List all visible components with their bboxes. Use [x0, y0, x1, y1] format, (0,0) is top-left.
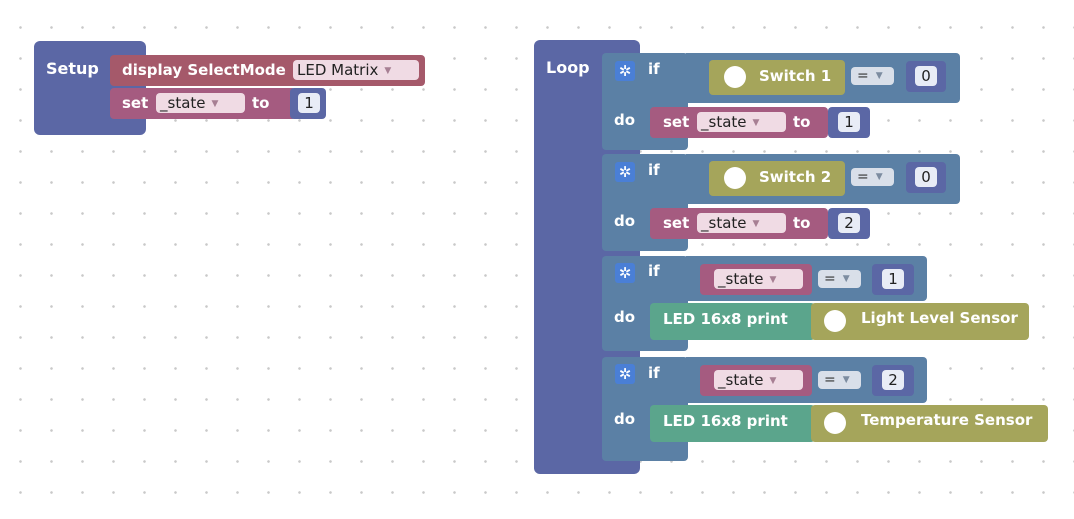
- number-block[interactable]: 1: [872, 264, 914, 295]
- number-block[interactable]: 1: [290, 88, 326, 119]
- if-label: if: [648, 364, 660, 382]
- set-label: set: [663, 214, 690, 232]
- number-block[interactable]: 0: [906, 61, 946, 92]
- led-print-label: LED 16x8 print: [663, 412, 788, 430]
- dropdown-arrow-icon: ▼: [752, 117, 760, 128]
- do-label: do: [614, 308, 636, 326]
- display-selectmode-block[interactable]: display SelectMode LED Matrix▼: [110, 55, 425, 86]
- variable-dropdown[interactable]: _state▼: [714, 269, 803, 289]
- led-print-label: LED 16x8 print: [663, 310, 788, 328]
- switch-block[interactable]: Switch 2: [709, 161, 845, 196]
- led-print-block[interactable]: LED 16x8 print: [650, 303, 815, 340]
- display-mode-dropdown[interactable]: LED Matrix▼: [293, 60, 419, 80]
- light-sensor-icon: [824, 310, 846, 332]
- variable-get-block[interactable]: _state▼: [700, 264, 812, 295]
- temperature-sensor-label: Temperature Sensor: [861, 411, 1033, 429]
- dropdown-arrow-icon: ▼: [211, 98, 219, 109]
- dropdown-arrow-icon: ▼: [842, 274, 850, 284]
- set-state-block[interactable]: set _state▼ to: [650, 107, 828, 138]
- light-sensor-block[interactable]: Light Level Sensor: [811, 303, 1029, 340]
- switch-label: Switch 1: [759, 67, 832, 85]
- set-state-block[interactable]: set _state▼ to: [110, 88, 296, 119]
- dropdown-arrow-icon: ▼: [769, 375, 777, 386]
- set-label: set: [663, 113, 690, 131]
- if-label: if: [648, 262, 660, 280]
- switch-icon: [724, 66, 746, 88]
- temperature-sensor-block[interactable]: Temperature Sensor: [811, 405, 1048, 442]
- switch-label: Switch 2: [759, 168, 832, 186]
- do-label: do: [614, 212, 636, 230]
- do-label: do: [614, 410, 636, 428]
- number-block[interactable]: 2: [828, 208, 870, 239]
- display-selectmode-label: display SelectMode: [122, 61, 286, 79]
- gear-icon[interactable]: ✲: [615, 364, 635, 384]
- light-sensor-label: Light Level Sensor: [861, 309, 1018, 327]
- do-label: do: [614, 111, 636, 129]
- switch-icon: [724, 167, 746, 189]
- if-label: if: [648, 60, 660, 78]
- set-label: set: [122, 94, 149, 112]
- number-field[interactable]: 0: [915, 66, 937, 86]
- set-state-block[interactable]: set _state▼ to: [650, 208, 828, 239]
- number-block[interactable]: 0: [906, 162, 946, 193]
- dropdown-arrow-icon: ▼: [842, 375, 850, 385]
- gear-icon[interactable]: ✲: [615, 263, 635, 283]
- number-field[interactable]: 1: [838, 112, 860, 132]
- dropdown-arrow-icon: ▼: [752, 218, 760, 229]
- variable-dropdown[interactable]: _state▼: [697, 213, 786, 233]
- dropdown-arrow-icon: ▼: [769, 274, 777, 285]
- gear-icon[interactable]: ✲: [615, 61, 635, 81]
- number-field[interactable]: 1: [882, 269, 904, 289]
- number-field[interactable]: 1: [298, 93, 320, 113]
- operator-dropdown[interactable]: =▼: [851, 168, 894, 186]
- dropdown-arrow-icon: ▼: [875, 71, 883, 81]
- variable-get-block[interactable]: _state▼: [700, 365, 812, 396]
- number-field[interactable]: 2: [882, 370, 904, 390]
- variable-dropdown[interactable]: _state▼: [697, 112, 786, 132]
- number-field[interactable]: 2: [838, 213, 860, 233]
- number-block[interactable]: 1: [828, 107, 870, 138]
- to-label: to: [793, 113, 811, 131]
- number-block[interactable]: 2: [872, 365, 914, 396]
- variable-dropdown[interactable]: _state▼: [714, 370, 803, 390]
- to-label: to: [252, 94, 270, 112]
- operator-dropdown[interactable]: =▼: [818, 270, 861, 288]
- number-field[interactable]: 0: [915, 167, 937, 187]
- to-label: to: [793, 214, 811, 232]
- dropdown-arrow-icon: ▼: [875, 172, 883, 182]
- variable-dropdown[interactable]: _state▼: [156, 93, 245, 113]
- operator-dropdown[interactable]: =▼: [818, 371, 861, 389]
- dropdown-arrow-icon: ▼: [384, 65, 392, 76]
- operator-dropdown[interactable]: =▼: [851, 67, 894, 85]
- gear-icon[interactable]: ✲: [615, 162, 635, 182]
- temperature-sensor-icon: [824, 412, 846, 434]
- setup-label: Setup: [46, 59, 99, 78]
- loop-label: Loop: [546, 58, 590, 77]
- if-label: if: [648, 161, 660, 179]
- switch-block[interactable]: Switch 1: [709, 60, 845, 95]
- led-print-block[interactable]: LED 16x8 print: [650, 405, 815, 442]
